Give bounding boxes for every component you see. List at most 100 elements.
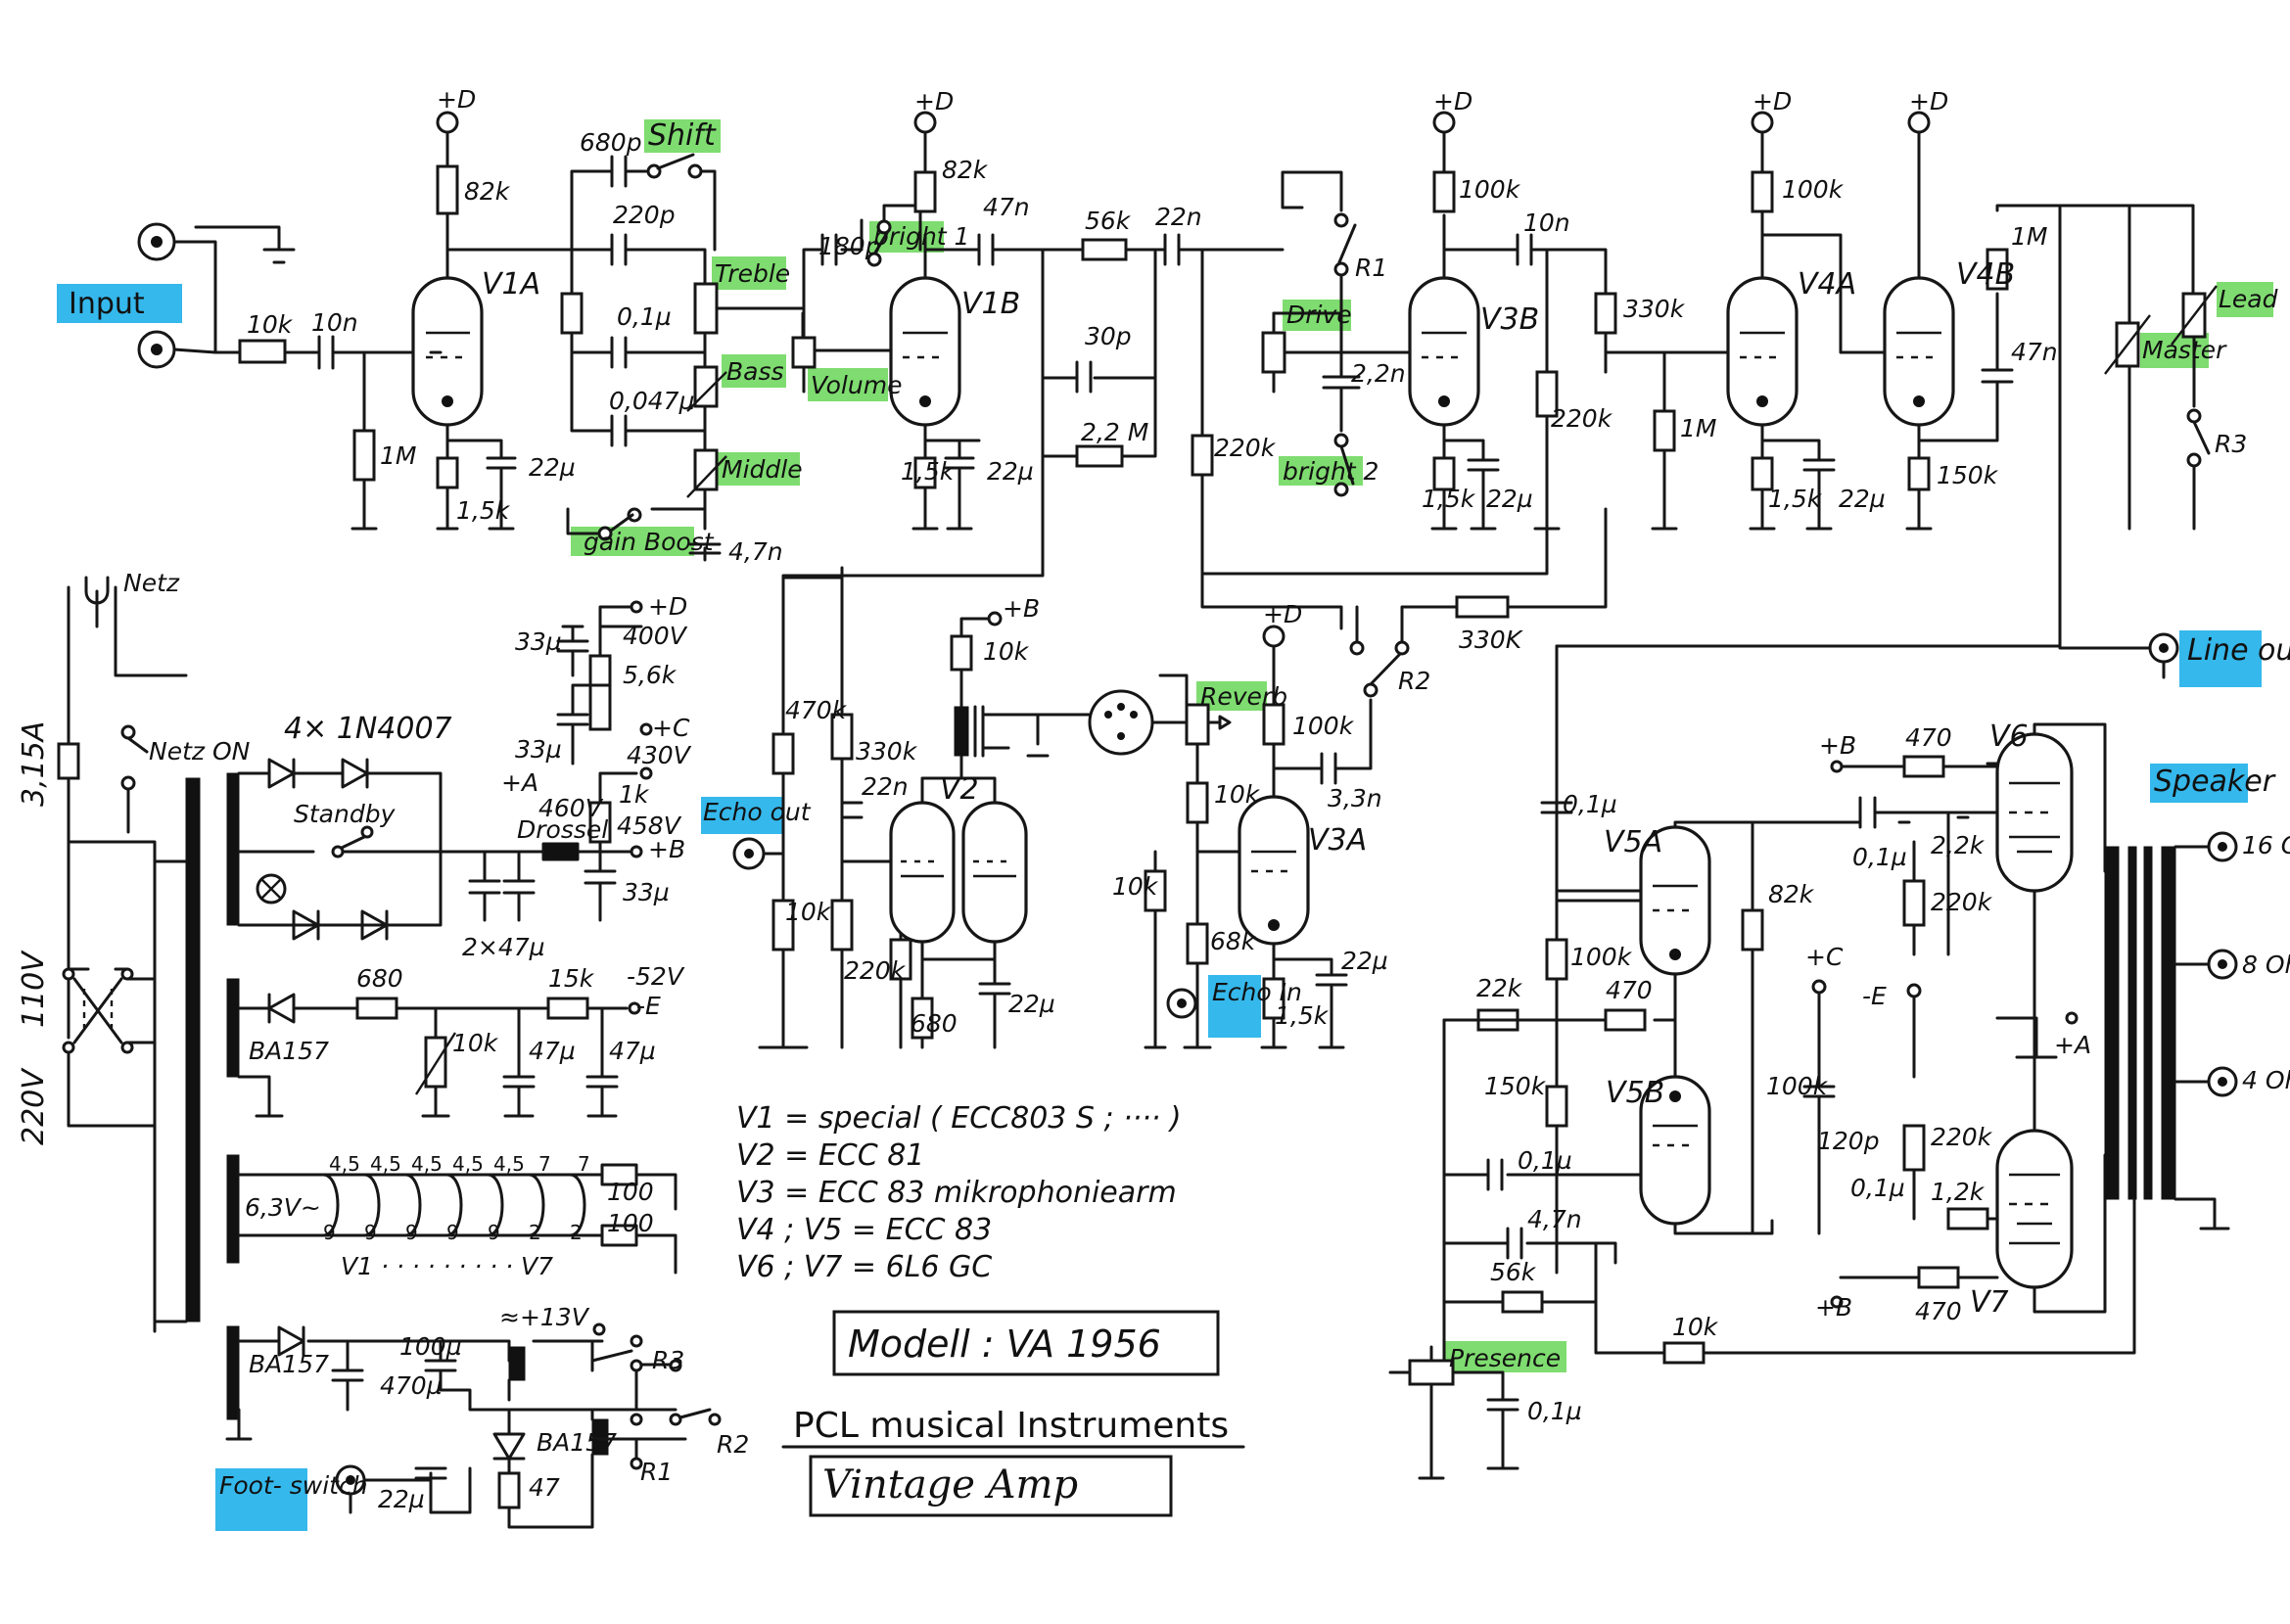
tube-v1a-label: V1A xyxy=(482,267,540,302)
value-label: 22µ xyxy=(529,453,576,482)
v458: 458V xyxy=(617,812,682,840)
value-label: 470µ xyxy=(380,1371,443,1400)
value-label: 22µ xyxy=(1839,485,1886,513)
input-highlight xyxy=(57,284,182,323)
value-label: 680p xyxy=(580,128,642,157)
value-label: 47n xyxy=(2011,338,2058,366)
value-label: 470 xyxy=(1905,723,1952,752)
heater-pin: 9 xyxy=(405,1221,418,1244)
value-label: 47µ xyxy=(609,1037,656,1065)
value-label: 56k xyxy=(1085,207,1132,235)
labels: Input Shift Treble Bass Middle gain Boos… xyxy=(17,85,2290,1513)
value-label: 330K xyxy=(1459,626,1524,654)
value-label: 30p xyxy=(1085,322,1132,350)
value-label: 10k xyxy=(1672,1313,1719,1341)
master-label: Master xyxy=(2142,336,2227,364)
value-label: 470k xyxy=(785,696,848,724)
value-label: 10k xyxy=(1112,872,1159,901)
value-label: 15k xyxy=(548,964,595,993)
value-label: 2,2 M xyxy=(1081,418,1148,446)
model-box xyxy=(832,1310,1220,1376)
value-label: 150k xyxy=(1937,461,1999,489)
tube-v1b-label: V1B xyxy=(961,287,1020,321)
product-box xyxy=(809,1455,1173,1517)
value-label: 100k xyxy=(1766,1072,1829,1100)
heater-pin: 4,5 xyxy=(370,1152,401,1176)
v110-label: 110V xyxy=(17,950,51,1028)
tube-v2b xyxy=(961,801,1028,944)
tube-v6-label: V6 xyxy=(1989,719,2029,754)
value-label: 470 xyxy=(1915,1297,1962,1325)
value-label: 100 xyxy=(607,1209,654,1237)
maker-title: PCL musical Instruments xyxy=(793,1406,1229,1446)
value-label: 0,1µ xyxy=(1852,843,1907,871)
value-label: 680 xyxy=(911,1009,958,1038)
tube-list-line: V4 ; V5 = ECC 83 xyxy=(736,1213,992,1247)
heater-chain-label: V1 · · · · · · · · · V7 xyxy=(341,1252,553,1280)
value-label: 10k xyxy=(452,1029,499,1057)
value-label: 10k xyxy=(1214,780,1261,809)
ba157-label-3: BA157 xyxy=(537,1428,617,1457)
drive-label: Drive xyxy=(1286,301,1352,329)
value-label: 47n xyxy=(983,193,1030,221)
value-label: 16 Ohm xyxy=(2242,831,2290,859)
heater-pin: 4,5 xyxy=(493,1152,525,1176)
value-label: 22µ xyxy=(987,457,1034,486)
relay-r2: R2 xyxy=(1398,667,1430,695)
diodes-label: 4× 1N4007 xyxy=(284,712,452,746)
echo-in-label: Echo In xyxy=(1212,978,1302,1006)
tube-v3a-label: V3A xyxy=(1308,823,1367,858)
rail-b-v6: +B xyxy=(1819,731,1856,760)
echo-out-label: Echo out xyxy=(703,798,812,826)
tube-v7-label: V7 xyxy=(1970,1285,2009,1320)
value-label: 100k xyxy=(1570,943,1633,971)
value-label: 330k xyxy=(1623,295,1686,323)
netz-on-label: Netz ON xyxy=(149,737,251,766)
input-section xyxy=(137,111,1343,1049)
relay-r1: R1 xyxy=(1355,254,1387,282)
rail-d-6: +D xyxy=(1263,600,1302,628)
rail-d-1: +D xyxy=(437,85,476,114)
value-label: 1M xyxy=(2011,222,2047,251)
value-label: 82k xyxy=(464,177,511,206)
model-title: Modell : VA 1956 xyxy=(848,1322,1161,1366)
value-label: 33µ xyxy=(515,627,562,656)
value-label: 2×47µ xyxy=(462,933,545,961)
footswitch-label: Foot- switch xyxy=(219,1471,368,1500)
rail-e-v5: -E xyxy=(1862,982,1887,1010)
value-label: 3,3n xyxy=(1328,784,1382,812)
bright1-label: bright 1 xyxy=(873,222,969,251)
value-label: 47 xyxy=(529,1473,560,1502)
heater-label: 6,3V~ xyxy=(245,1193,321,1222)
minus52: -52V xyxy=(627,962,685,991)
lead-label: Lead xyxy=(2219,285,2278,313)
relay-r1-lower: R1 xyxy=(640,1458,673,1486)
value-label: 22µ xyxy=(1008,990,1055,1018)
tube-list-line: V1 = special ( ECC803 S ; ···· ) xyxy=(736,1101,1182,1136)
value-label: 4 Ohm xyxy=(2242,1066,2290,1094)
tube-v7 xyxy=(1995,1129,2074,1289)
value-label: 47µ xyxy=(529,1037,576,1065)
output-transformer-primary xyxy=(2104,846,2120,1200)
product-title: Vintage Amp xyxy=(822,1462,1078,1508)
tube-list-line: V6 ; V7 = 6L6 GC xyxy=(736,1250,992,1284)
rail-d-5: +D xyxy=(1909,87,1948,116)
ba157-label-1: BA157 xyxy=(249,1037,329,1065)
value-label: 100µ xyxy=(399,1332,462,1361)
value-label: 220k xyxy=(1931,1123,1993,1151)
value-label: 220k xyxy=(1931,888,1993,916)
rail-d-psu: +D xyxy=(648,592,687,621)
drive-section xyxy=(1261,111,1706,531)
value-label: 22k xyxy=(1476,974,1523,1002)
value-label: 2,2k xyxy=(1931,831,1986,859)
value-label: 1k xyxy=(619,780,650,809)
heater-pin: 9 xyxy=(488,1221,500,1244)
tube-v3b-label: V3B xyxy=(1480,302,1539,337)
value-label: 0,1µ xyxy=(1850,1174,1905,1202)
rail-d-3: +D xyxy=(1433,87,1472,116)
relay-r2-lower: R2 xyxy=(717,1430,749,1459)
value-label: 10k xyxy=(247,310,294,339)
relay-r3-lower: R3 xyxy=(652,1346,684,1374)
